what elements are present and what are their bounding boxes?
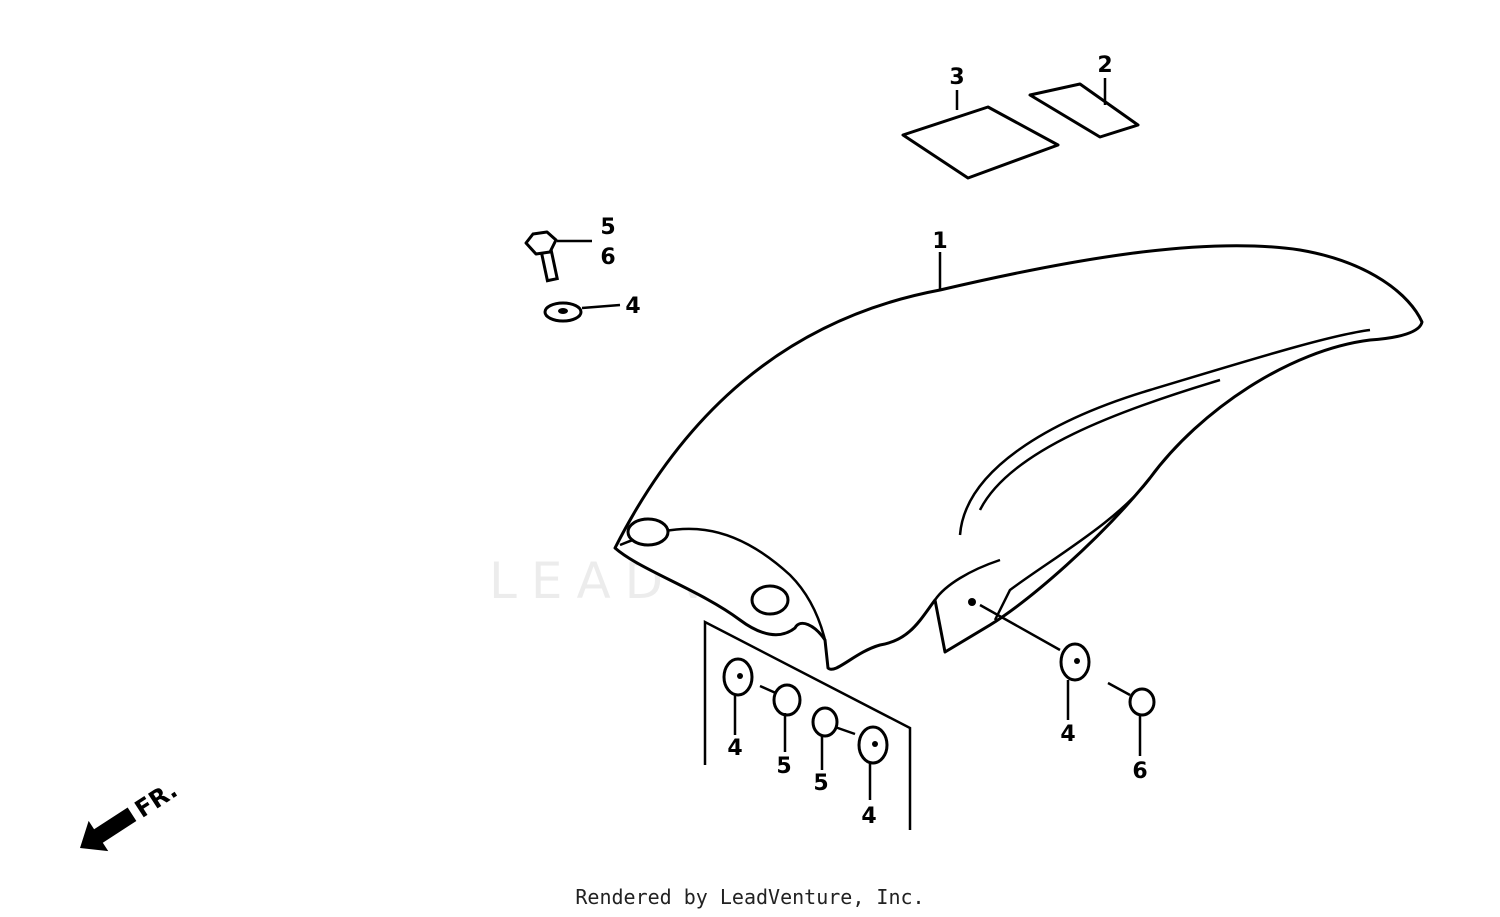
bolt-bottom-left[interactable] (759, 683, 802, 717)
washer-bottom-mid[interactable] (857, 725, 889, 765)
callout-2[interactable]: 2 (1097, 53, 1112, 78)
callout-4[interactable]: 4 (727, 736, 742, 761)
callout-5[interactable]: 5 (776, 754, 791, 779)
front-direction-arrow-icon: FR. (80, 776, 183, 852)
flange-bolt-top[interactable] (524, 230, 559, 283)
callout-4[interactable]: 4 (1060, 722, 1075, 747)
callout-4[interactable]: 4 (861, 804, 876, 829)
fender-mount-hole (968, 598, 976, 606)
callout-5[interactable]: 5 (600, 215, 615, 240)
washer-right[interactable] (1059, 642, 1091, 682)
bolt-bottom-mid[interactable] (811, 706, 856, 738)
rear-fender[interactable] (613, 244, 1424, 671)
callout-5[interactable]: 5 (813, 771, 828, 796)
sticker-small[interactable] (1028, 82, 1140, 139)
bolt-right[interactable] (1107, 681, 1156, 717)
fender-mount-hole (626, 517, 670, 547)
callout-1[interactable]: 1 (932, 229, 947, 254)
sticker-large[interactable] (901, 105, 1060, 180)
callout-3[interactable]: 3 (949, 65, 964, 90)
washer-bottom-left[interactable] (722, 657, 754, 697)
callout-6[interactable]: 6 (1132, 759, 1147, 784)
callout-4[interactable]: 4 (625, 294, 640, 319)
footer-credit: Rendered by LeadVenture, Inc. (575, 885, 925, 909)
front-direction-label: FR. (130, 776, 183, 824)
callout-6[interactable]: 6 (600, 245, 615, 270)
fender-mount-hole (750, 584, 790, 616)
